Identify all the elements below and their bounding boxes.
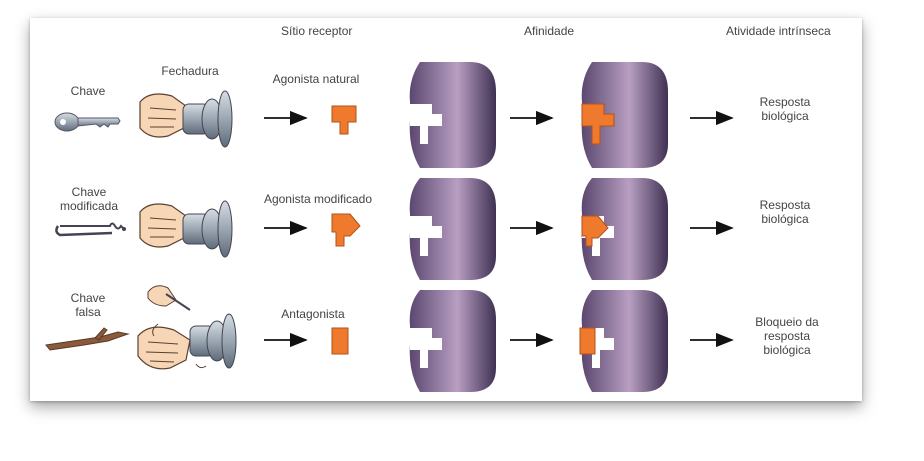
hand-lock-icon bbox=[140, 91, 232, 147]
modified-key-icon bbox=[56, 224, 126, 236]
receptor-icon bbox=[410, 178, 496, 280]
receptor-bound-modified-icon bbox=[582, 178, 668, 280]
receptor-bound-natural-icon bbox=[582, 62, 668, 168]
ligand-natural-icon bbox=[332, 106, 356, 134]
hand-lock-icon bbox=[138, 314, 236, 369]
key-icon bbox=[55, 113, 120, 131]
antagonist-icon bbox=[332, 328, 348, 354]
ligand-modified-icon bbox=[332, 214, 360, 246]
receptor-icon bbox=[410, 62, 496, 168]
small-hand-key-icon bbox=[148, 286, 190, 310]
receptor-icon bbox=[410, 290, 496, 392]
hand-lock-icon bbox=[140, 201, 232, 257]
stick-icon bbox=[46, 328, 128, 350]
receptor-bound-antagonist-icon bbox=[580, 290, 668, 392]
